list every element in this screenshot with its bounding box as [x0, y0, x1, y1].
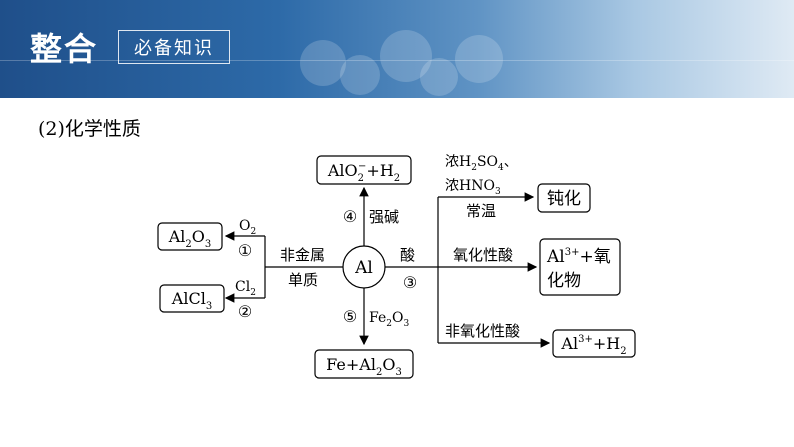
fe2o3-reagent: Fe2O3: [369, 310, 409, 329]
banner-line: [0, 60, 794, 61]
oxidizing-result-line1: Al3++氧: [546, 247, 611, 267]
strong-base-label: 强碱: [369, 208, 399, 226]
nonmetal-label-2: 单质: [288, 271, 318, 289]
step-5-number: ⑤: [343, 307, 357, 326]
product-top-text: AlO2−+H2: [327, 161, 400, 184]
banner-decoration: [455, 35, 503, 83]
product-box-bottom: [314, 349, 414, 379]
result-box-passivation: [537, 183, 591, 213]
product-box-top: [316, 155, 412, 185]
o2-reagent: O2: [239, 218, 256, 237]
conc-h2so4-label: 浓H2SO4、: [445, 154, 518, 173]
page-subtitle: 必备知识: [118, 30, 230, 64]
banner-decoration: [380, 30, 432, 82]
product-box-al2o3: [157, 222, 223, 251]
oxidizing-acid-label: 氧化性酸: [453, 246, 513, 264]
result-box-oxidizing: [539, 238, 621, 296]
oxidizing-result-line2: 化物: [547, 271, 581, 291]
room-temp-label: 常温: [466, 202, 496, 220]
al2o3-text: Al2O3: [168, 227, 212, 250]
alcl3-text: AlCl3: [171, 289, 212, 312]
step-4-number: ④: [343, 207, 357, 226]
banner-decoration: [340, 55, 380, 95]
nonoxidizing-acid-label: 非氧化性酸: [445, 322, 520, 340]
product-box-alcl3: [159, 284, 225, 313]
nonoxidizing-result-text: Al3++H2: [560, 334, 626, 357]
step-2-number: ②: [238, 302, 252, 321]
fe-al2o3-text: Fe+Al2O3: [326, 355, 402, 378]
page-title: 整合: [30, 30, 99, 68]
step-1-number: ①: [238, 241, 252, 260]
header-banner: 整合 必备知识: [0, 0, 794, 98]
nonmetal-label-1: 非金属: [280, 246, 325, 264]
step-3-number: ③: [403, 273, 417, 292]
banner-decoration: [300, 40, 346, 86]
banner-decoration: [420, 58, 458, 96]
result-box-nonoxidizing: [552, 329, 636, 358]
center-label: Al: [354, 258, 373, 278]
acid-label: 酸: [400, 246, 415, 264]
conc-hno3-label: 浓HNO3: [445, 178, 501, 197]
cl2-reagent: Cl2: [235, 279, 256, 298]
page-subtitle-text: 必备知识: [134, 38, 214, 59]
section-heading: (2)化学性质: [38, 118, 141, 140]
passivation-text: 钝化: [547, 189, 581, 209]
